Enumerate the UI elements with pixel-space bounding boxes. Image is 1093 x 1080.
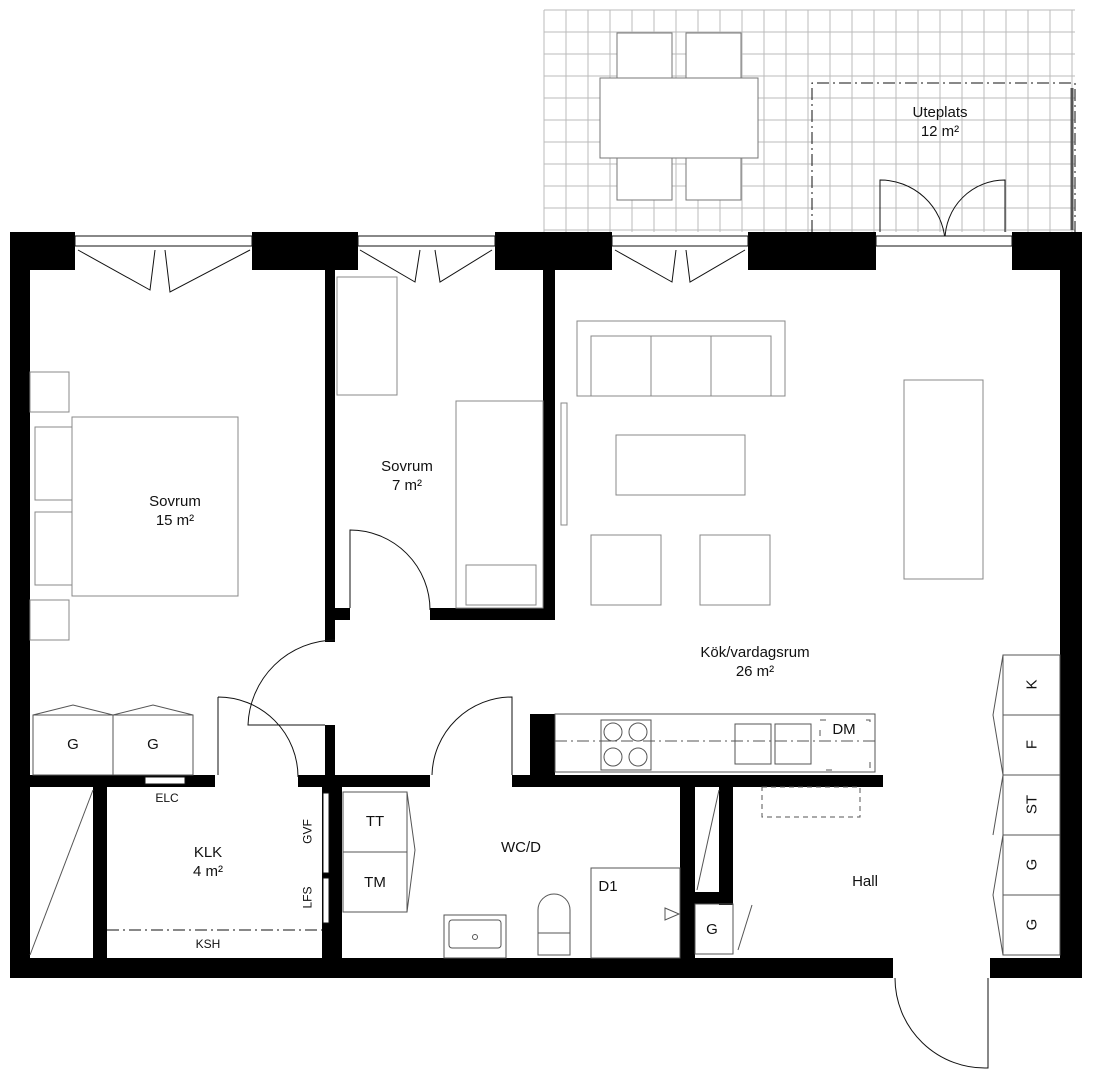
fixture-g2: G	[147, 736, 159, 753]
terrace-door	[879, 179, 1006, 241]
fixture-st: ST	[1023, 794, 1041, 815]
fixture-dm: DM	[832, 721, 856, 738]
fixture-lfs: LFS	[300, 886, 315, 909]
room-area: 7 m²	[392, 477, 422, 494]
room-area: 12 m²	[920, 123, 960, 140]
room-name: Sovrum	[381, 458, 433, 475]
room-label-hall: Hall	[852, 873, 878, 890]
room-label-klk: KLK 4 m²	[193, 843, 223, 881]
fixture-ksh: KSH	[195, 937, 221, 951]
room-label-uteplats: Uteplats 12 m²	[912, 103, 967, 141]
fixture-d1: D1	[598, 878, 618, 895]
walls	[10, 232, 1082, 978]
fixture-k: K	[1023, 679, 1041, 690]
fixture-g-hall: G	[706, 921, 718, 938]
fixture-g3: G	[1023, 858, 1041, 871]
doors	[217, 529, 989, 1069]
storage	[29, 654, 1061, 959]
room-name: Uteplats	[912, 104, 968, 121]
fixture-tt: TT	[365, 813, 385, 830]
furniture	[29, 276, 984, 641]
room-area: 15 m²	[155, 512, 195, 529]
room-label-sovrum-large: Sovrum 15 m²	[149, 492, 201, 530]
fixture-elc: ELC	[155, 791, 179, 805]
room-label-kok: Kök/vardagsrum 26 m²	[700, 643, 809, 681]
room-label-wc: WC/D	[501, 839, 541, 856]
fixture-gvf: GVF	[300, 819, 315, 844]
room-area: 4 m²	[193, 863, 223, 880]
fixture-g1: G	[67, 736, 79, 753]
room-area: 26 m²	[735, 663, 775, 680]
room-name: Kök/vardagsrum	[700, 644, 810, 661]
fixture-f: F	[1023, 739, 1041, 750]
terrace-table	[599, 32, 759, 201]
room-name: KLK	[193, 844, 223, 861]
room-label-sovrum-small: Sovrum 7 m²	[381, 457, 433, 495]
fixture-g4: G	[1023, 918, 1041, 931]
room-name: Sovrum	[149, 493, 201, 510]
terrace-boundary	[811, 82, 1076, 232]
fixture-tm: TM	[364, 874, 386, 891]
windows	[74, 235, 1013, 293]
